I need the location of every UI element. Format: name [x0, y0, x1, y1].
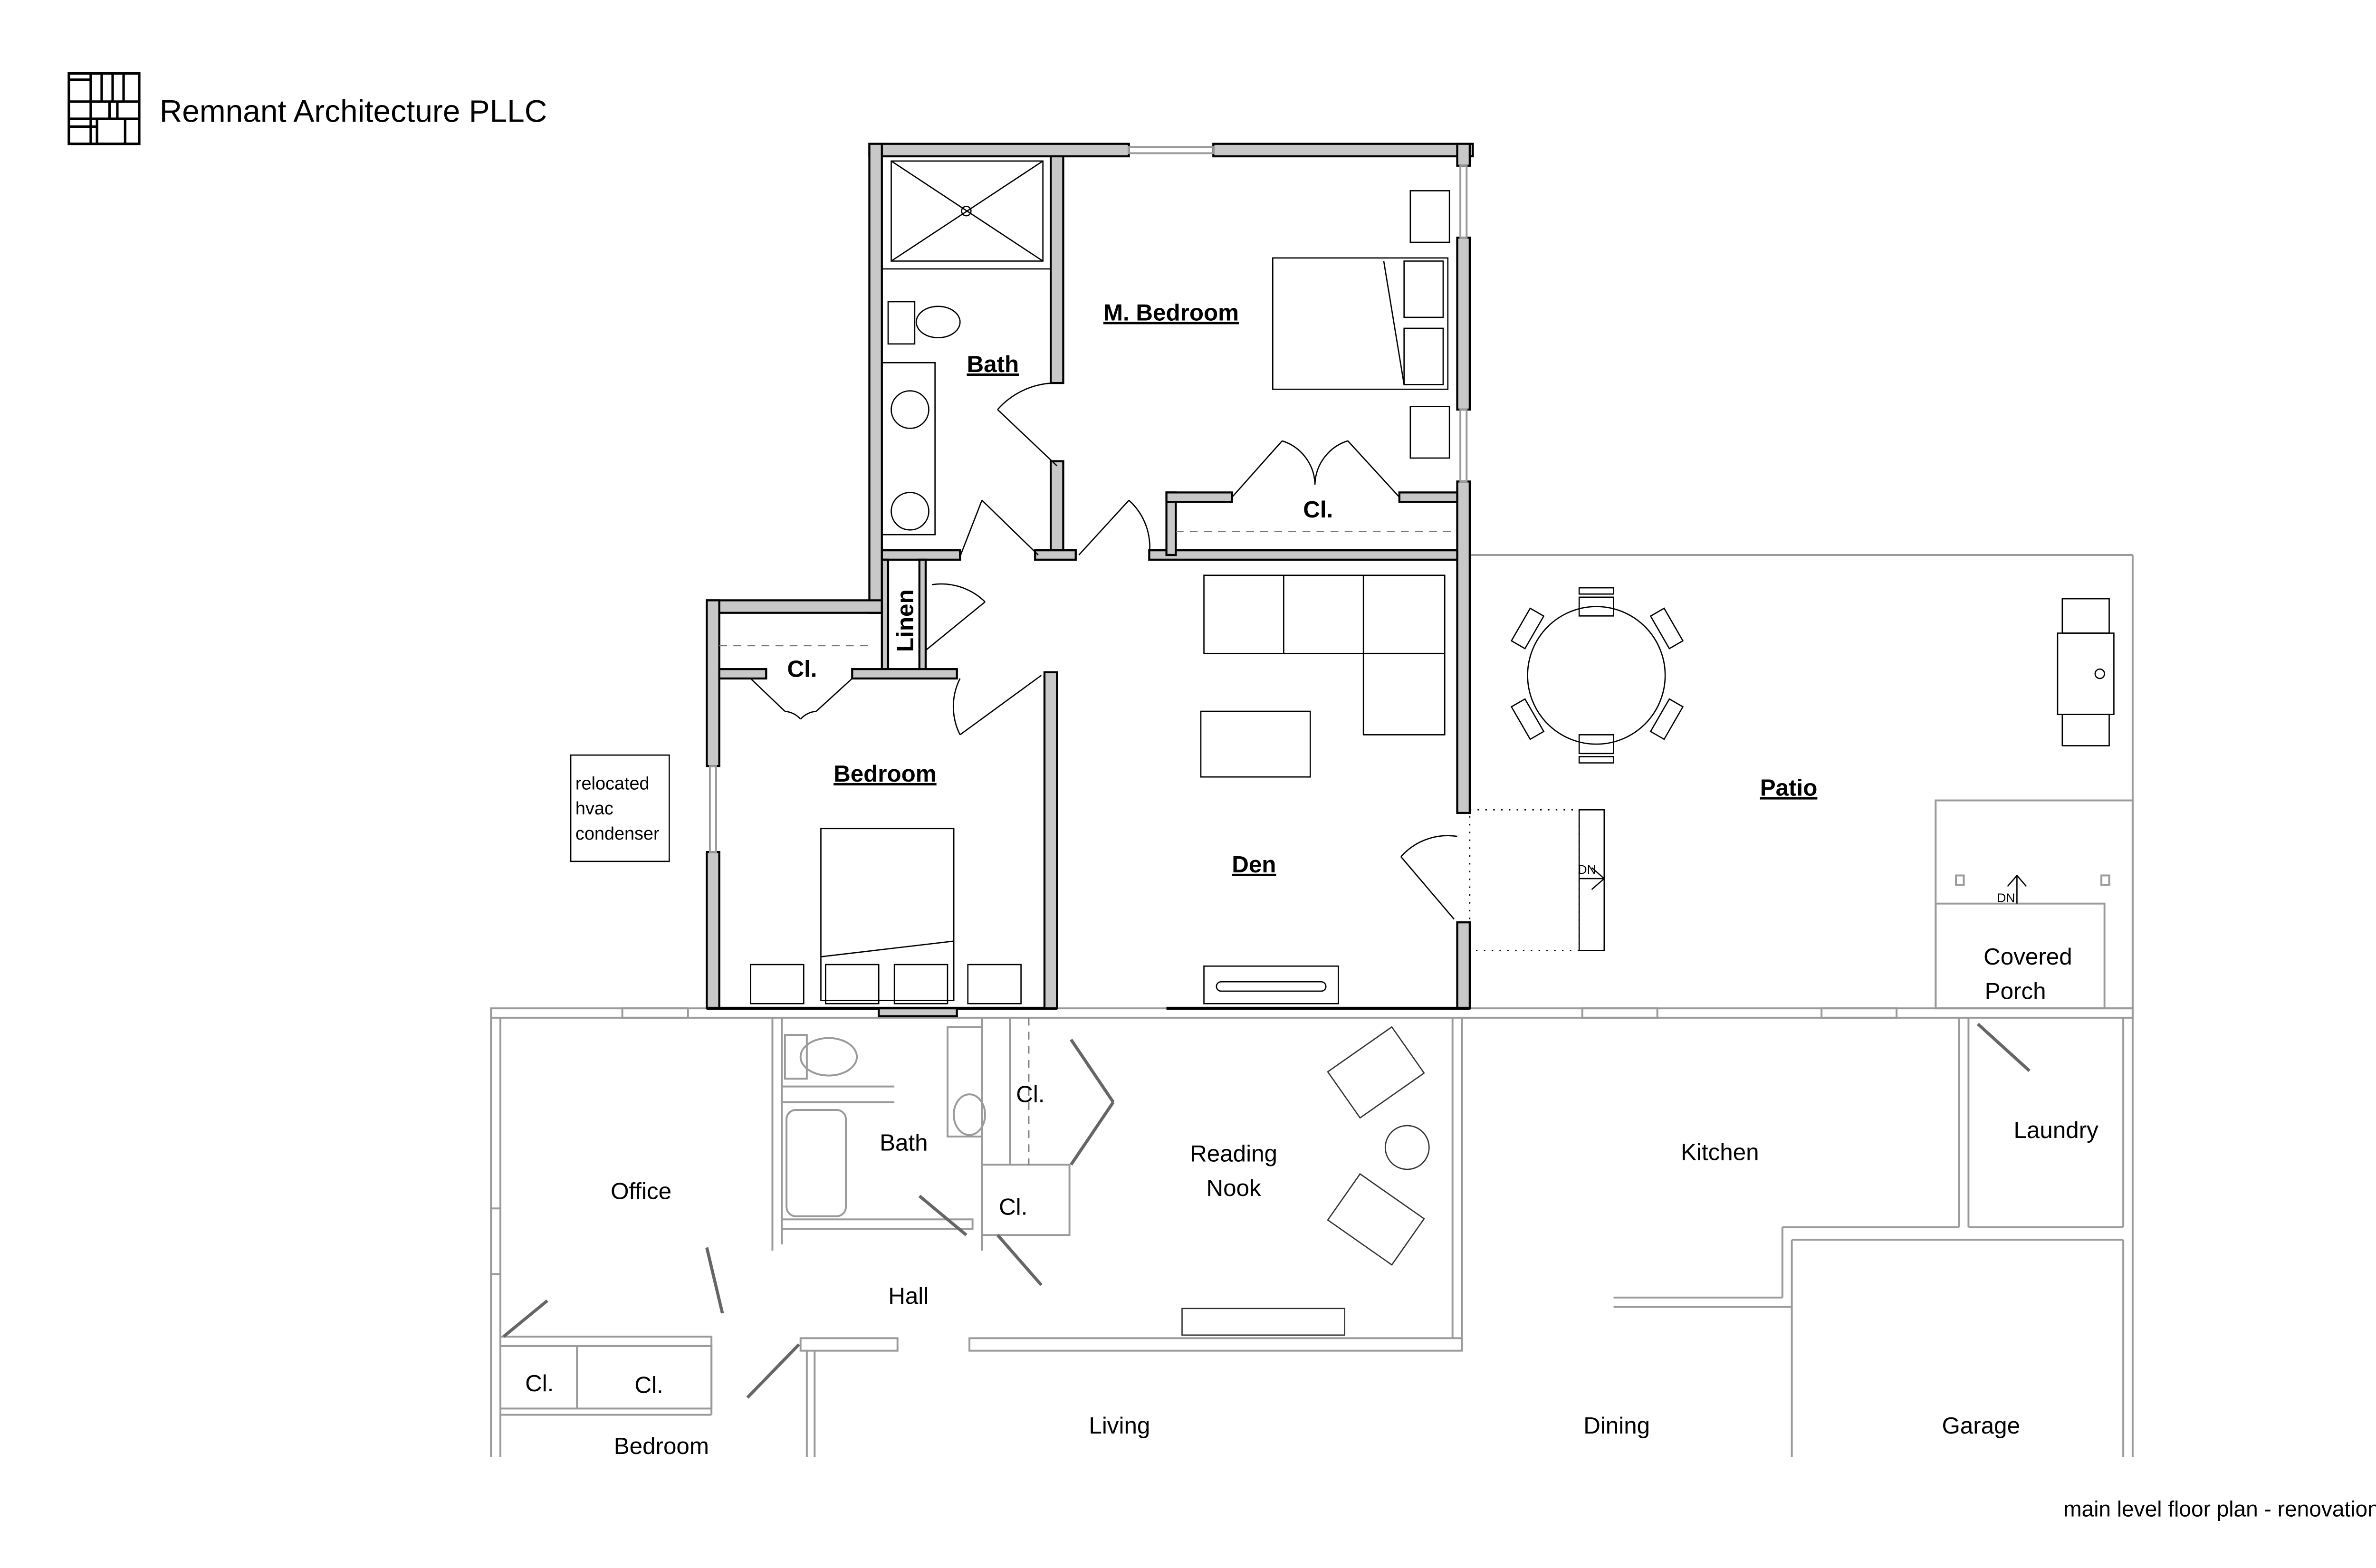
label-office: Office: [611, 1178, 671, 1205]
label-master-bath: Bath: [967, 351, 1019, 377]
label-kitchen: Kitchen: [1681, 1139, 1759, 1165]
label-patio: Patio: [1760, 775, 1818, 801]
label-hall: Hall: [888, 1283, 929, 1309]
label-master-bedroom: M. Bedroom: [1103, 299, 1239, 325]
company-name: Remnant Architecture PLLC: [160, 94, 547, 129]
label-covered-porch-2: Porch: [1985, 978, 2046, 1004]
label-existing-closet-2: Cl.: [999, 1194, 1027, 1220]
patio-furniture: [1469, 587, 2115, 951]
label-existing-closet-4: Cl.: [634, 1372, 663, 1398]
label-master-closet: Cl.: [1303, 497, 1333, 523]
label-existing-bath: Bath: [880, 1130, 928, 1156]
label-reading-nook-2: Nook: [1206, 1175, 1261, 1201]
grid-logo-icon: [67, 72, 141, 145]
label-bedroom-closet: Cl.: [787, 656, 817, 682]
label-living: Living: [1089, 1413, 1150, 1439]
hvac-note-line2: hvac: [575, 799, 613, 819]
new-furniture: [570, 160, 1450, 1004]
label-existing-closet-3: Cl.: [525, 1370, 554, 1396]
new-doors: [750, 382, 1457, 920]
label-dining: Dining: [1583, 1413, 1650, 1439]
label-covered-porch-1: Covered: [1983, 944, 2072, 970]
label-linen: Linen: [892, 589, 919, 652]
hvac-note-line1: relocated: [575, 774, 650, 794]
existing-house: [490, 554, 2134, 1457]
label-existing-closet-1: Cl.: [1016, 1081, 1044, 1108]
label-reading-nook-1: Reading: [1190, 1141, 1277, 1167]
stair-dn-patio: DN: [1578, 862, 1596, 877]
sheet-title: main level floor plan - renovation: [2063, 1496, 2376, 1521]
label-new-bedroom: Bedroom: [834, 761, 937, 787]
label-laundry: Laundry: [2014, 1117, 2099, 1143]
hvac-note-line3: condenser: [575, 824, 660, 844]
new-addition-walls: [706, 143, 1474, 1017]
stair-dn-porch: DN: [1997, 890, 2015, 905]
label-den: Den: [1232, 851, 1276, 878]
label-garage: Garage: [1942, 1413, 2020, 1439]
label-existing-bedroom: Bedroom: [614, 1433, 709, 1459]
